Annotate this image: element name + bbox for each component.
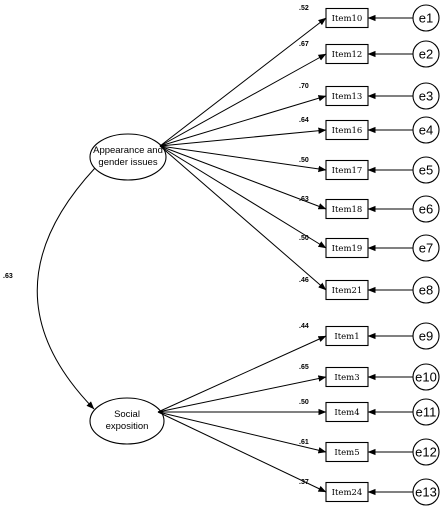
loading-arrow	[159, 17, 327, 147]
error-circle	[412, 438, 440, 466]
loading-label: .44	[299, 323, 309, 330]
latent-label-line-2: exposition	[106, 421, 149, 432]
error-label: e10	[415, 370, 437, 385]
error-label: e6	[419, 202, 433, 217]
error-label: e7	[419, 241, 433, 256]
error-circle	[412, 276, 440, 304]
error-circle	[412, 398, 440, 426]
error-circle	[412, 234, 440, 262]
loading-arrow	[159, 145, 327, 291]
item-label: Item3	[334, 373, 359, 383]
loading-label: .67	[299, 41, 309, 48]
latent-ellipse	[89, 397, 165, 445]
loading-label: .37	[299, 479, 309, 486]
loading-arrow	[159, 145, 327, 173]
error-label: e12	[415, 445, 437, 460]
item-label: Item4	[334, 408, 359, 418]
error-circle	[412, 195, 440, 223]
error-label: e5	[419, 163, 433, 178]
error-label: e2	[419, 47, 433, 62]
latent-appearance: Appearance and gender issues	[89, 133, 167, 181]
loading-arrow	[157, 411, 327, 493]
error-label: e9	[419, 329, 433, 344]
latent-label-line-1: Social	[114, 409, 140, 420]
loading-arrow	[157, 335, 327, 413]
item-label: Item21	[332, 286, 363, 296]
loading-arrow	[159, 127, 327, 147]
error-label: e11	[416, 405, 437, 420]
loading-arrow	[159, 53, 327, 147]
item-label: Item10	[332, 14, 363, 24]
correlation-label: .63	[3, 273, 13, 280]
loading-label: .52	[299, 5, 309, 12]
correlation-arc	[36, 160, 103, 410]
loading-label: .50	[299, 399, 309, 406]
item-label: Item16	[332, 126, 363, 136]
error-circle	[412, 82, 440, 110]
item-label: Item1	[334, 332, 359, 342]
loading-label: .70	[299, 83, 309, 90]
loading-arrow	[159, 145, 327, 249]
loading-label: .50	[299, 157, 309, 164]
error-circle	[412, 40, 440, 68]
loading-arrow	[159, 145, 327, 210]
error-circle	[412, 322, 440, 350]
latent-social: Social exposition	[89, 397, 165, 445]
error-label: e4	[419, 123, 433, 138]
loading-label: .64	[299, 117, 309, 124]
error-circle	[412, 116, 440, 144]
loading-label: .50	[299, 235, 309, 242]
loading-label: .46	[299, 277, 309, 284]
latent-label-line-1: Appearance and	[93, 145, 163, 156]
error-label: e8	[419, 283, 433, 298]
latent-ellipse	[89, 133, 167, 181]
item-label: Item13	[332, 92, 363, 102]
error-circle	[412, 156, 440, 184]
error-label: e13	[415, 485, 437, 500]
item-label: Item24	[332, 488, 363, 498]
item-label: Item17	[332, 166, 363, 176]
loading-label: .65	[299, 364, 309, 371]
loading-arrow	[157, 375, 327, 413]
error-circle	[412, 478, 440, 506]
item-label: Item18	[332, 205, 363, 215]
latent-label-line-2: gender issues	[98, 157, 157, 168]
item-label: Item19	[332, 244, 363, 254]
error-circle	[412, 4, 440, 32]
item-label: Item5	[334, 448, 359, 458]
error-label: e1	[419, 11, 433, 26]
loading-label: .63	[299, 196, 309, 203]
error-circle	[412, 363, 440, 391]
loading-label: .61	[299, 439, 309, 446]
item-label: Item12	[332, 50, 363, 60]
loading-arrow	[157, 411, 327, 454]
error-label: e3	[419, 89, 433, 104]
loading-arrow	[159, 95, 327, 147]
